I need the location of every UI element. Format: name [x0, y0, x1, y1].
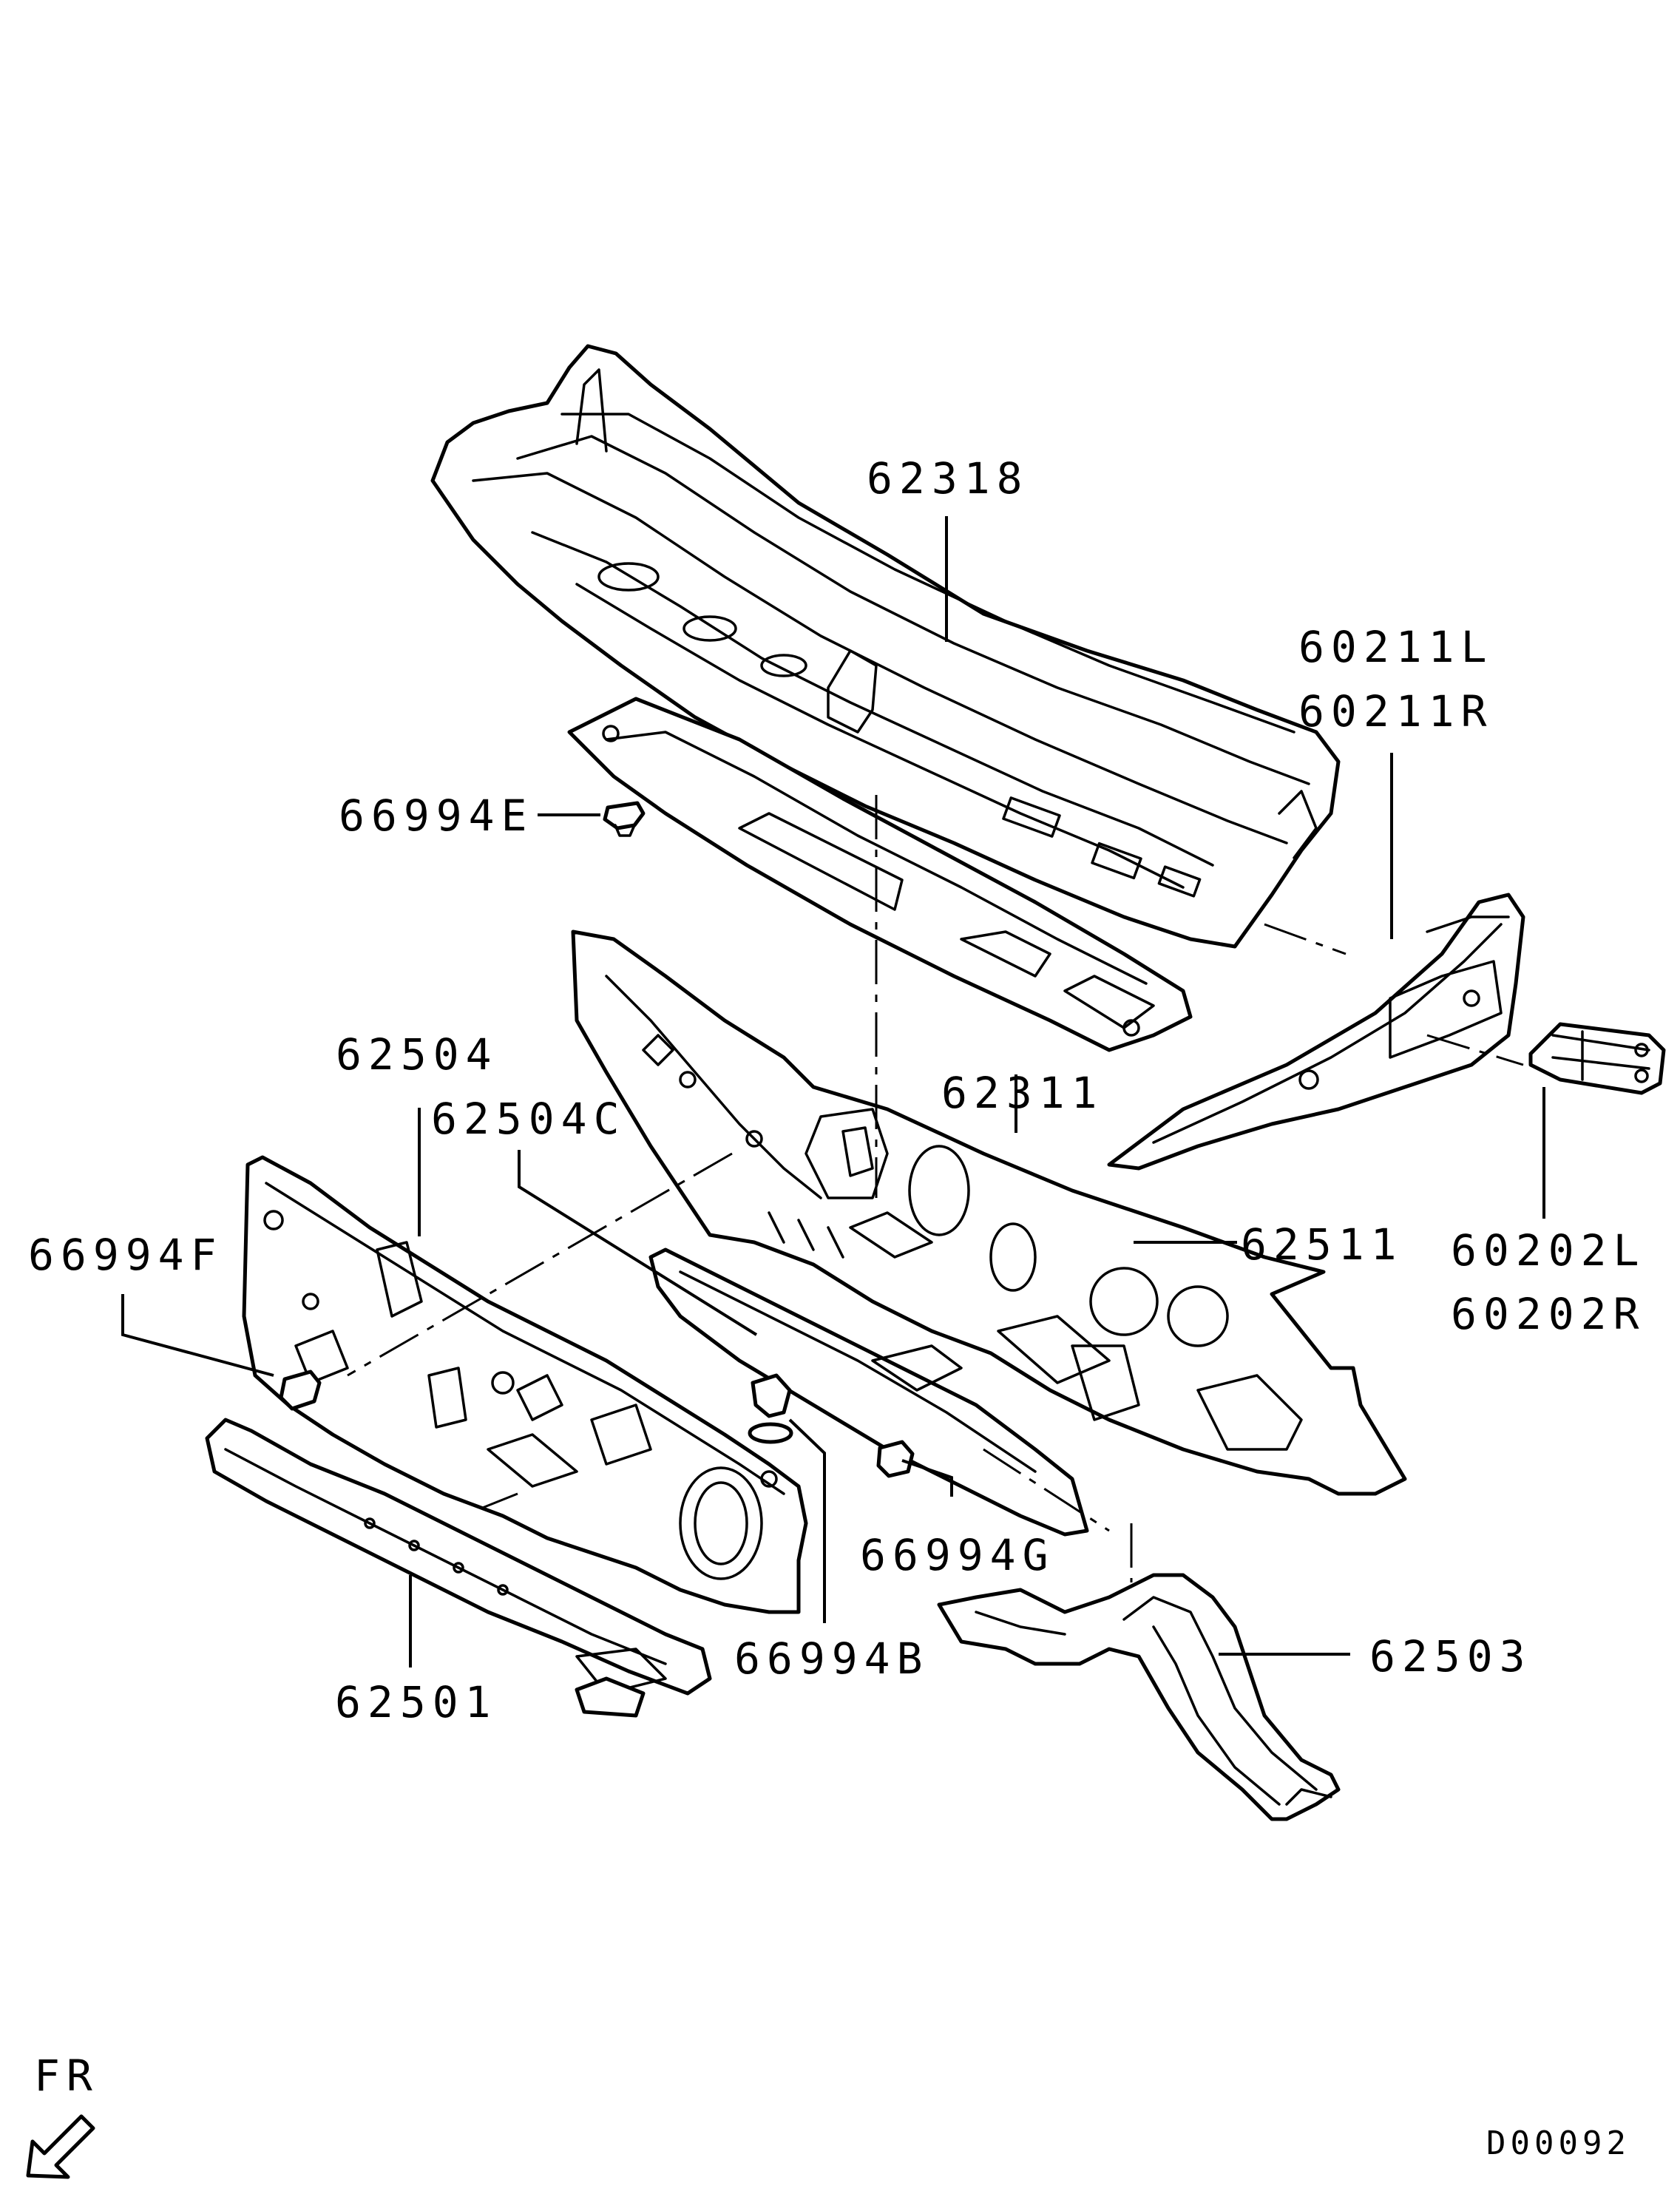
label-60202r: 60202R	[1451, 1289, 1646, 1339]
bracket-part	[1528, 1022, 1666, 1095]
cowl-side-member-part	[1107, 893, 1525, 1171]
label-60211r: 60211R	[1298, 686, 1494, 737]
direction-label: FR	[34, 2051, 99, 2101]
label-60202l: 60202L	[1451, 1225, 1646, 1276]
label-60211l: 60211L	[1298, 622, 1494, 672]
label-62311: 62311	[941, 1068, 1104, 1118]
label-62501: 62501	[335, 1677, 498, 1727]
leader-lines	[121, 516, 1545, 1667]
label-62504: 62504	[336, 1029, 498, 1080]
label-62511: 62511	[1241, 1219, 1403, 1270]
diagram-code: D00092	[1486, 2124, 1630, 2162]
dash-insulator-part	[648, 1247, 1089, 1537]
cowl-inner-panel-part	[567, 697, 1193, 1052]
clip-g-part	[876, 1440, 915, 1478]
front-arrow-icon	[26, 2114, 95, 2179]
assembly-lines	[347, 795, 1524, 1582]
clip-f-part	[279, 1369, 322, 1411]
clip-b-part	[748, 1373, 793, 1444]
dash-lower-panel-part	[571, 930, 1407, 1496]
label-62503: 62503	[1369, 1631, 1532, 1682]
dash-cross-member-part	[205, 1418, 712, 1718]
label-66994b: 66994B	[734, 1633, 929, 1684]
floor-tunnel-reinforcement-part	[937, 1573, 1341, 1821]
label-62504c: 62504C	[431, 1094, 626, 1144]
front-direction-indicator: FR	[26, 2051, 99, 2179]
label-66994g: 66994G	[860, 1530, 1055, 1580]
dash-panel-part	[242, 1155, 808, 1614]
label-66994f: 66994F	[28, 1230, 223, 1280]
label-66994e: 66994E	[339, 790, 534, 841]
part-labels: 62318 60211L 60211R 66994E 62311 62504 6…	[28, 453, 1646, 1727]
label-62318: 62318	[867, 453, 1029, 504]
cowl-top-panel-part	[430, 344, 1341, 949]
clip-e-part	[603, 801, 646, 837]
